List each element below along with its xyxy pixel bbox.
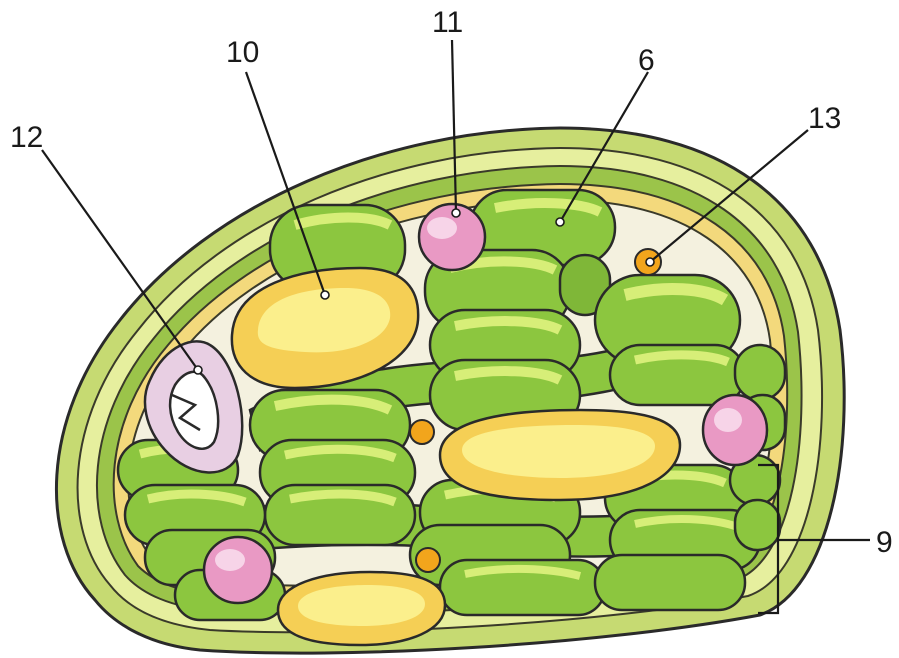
label-13: 13	[808, 102, 841, 135]
leader-pin-11	[452, 209, 460, 217]
leader-pin-10	[321, 291, 329, 299]
granum	[250, 390, 415, 545]
label-12: 12	[10, 121, 43, 154]
label-9: 9	[876, 526, 893, 559]
leader-pin-6	[556, 218, 564, 226]
pink-granule	[204, 537, 272, 603]
leader-pin-12	[194, 366, 202, 374]
leader-pin-13	[646, 258, 654, 266]
label-11: 11	[432, 6, 463, 39]
pink-granule	[703, 395, 767, 465]
lipid-droplet	[416, 548, 440, 572]
lipid-droplet	[410, 420, 434, 444]
starch-grain	[278, 572, 445, 645]
label-6: 6	[638, 44, 655, 77]
label-10: 10	[226, 36, 259, 69]
starch-grain	[440, 410, 680, 500]
